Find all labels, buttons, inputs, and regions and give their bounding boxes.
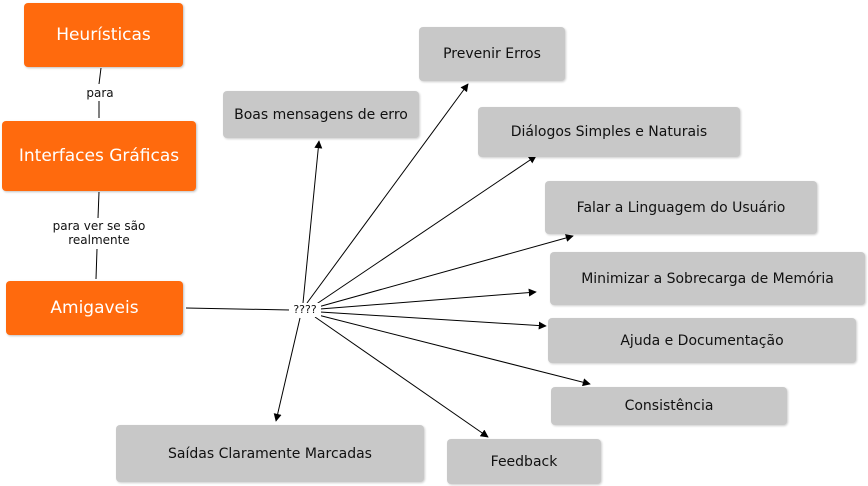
node-consistencia[interactable]: Consistência [551,387,787,425]
node-boas-mensagens-de-erro[interactable]: Boas mensagens de erro [223,91,419,138]
node-sobrecarga-memoria[interactable]: Minimizar a Sobrecarga de Memória [550,252,865,305]
node-linguagem-usuario[interactable]: Falar a Linguagem do Usuário [545,181,817,234]
link-label-para-ver: para ver se são realmente [46,219,152,247]
edge-hub-sobrecarga [319,288,537,310]
node-ajuda-documentacao[interactable]: Ajuda e Documentação [548,318,856,363]
hub-label: ???? [289,303,321,317]
link-label-para: para [80,86,120,100]
edge-hub-linguagem [317,234,574,308]
node-prevenir-erros[interactable]: Prevenir Erros [419,27,565,81]
edge-hub-prevenir-erros [306,83,469,304]
edge-hub-saidas [273,317,301,422]
edge-hub-ajuda [319,311,547,330]
link-label-para-ver-line2: realmente [68,233,130,247]
edge-heuristicas-para [98,67,102,85]
edge-hub-dialogos [314,155,537,306]
edge-hub-consistencia [317,314,591,387]
node-amigaveis[interactable]: Amigaveis [6,281,183,335]
edge-paraver-amigaveis [95,248,98,280]
edge-interfaces-paraver [97,191,100,219]
edge-amigaveis-hub [185,307,291,311]
link-label-para-ver-line1: para ver se são [52,219,146,233]
node-heuristicas[interactable]: Heurísticas [24,3,183,67]
edge-hub-feedback [314,316,489,438]
node-saidas-marcadas[interactable]: Saídas Claramente Marcadas [116,425,424,482]
node-dialogos-simples[interactable]: Diálogos Simples e Naturais [478,107,740,157]
node-interfaces-graficas[interactable]: Interfaces Gráficas [2,121,196,191]
edge-hub-boas-mensagens [302,140,323,304]
node-feedback[interactable]: Feedback [447,439,601,484]
